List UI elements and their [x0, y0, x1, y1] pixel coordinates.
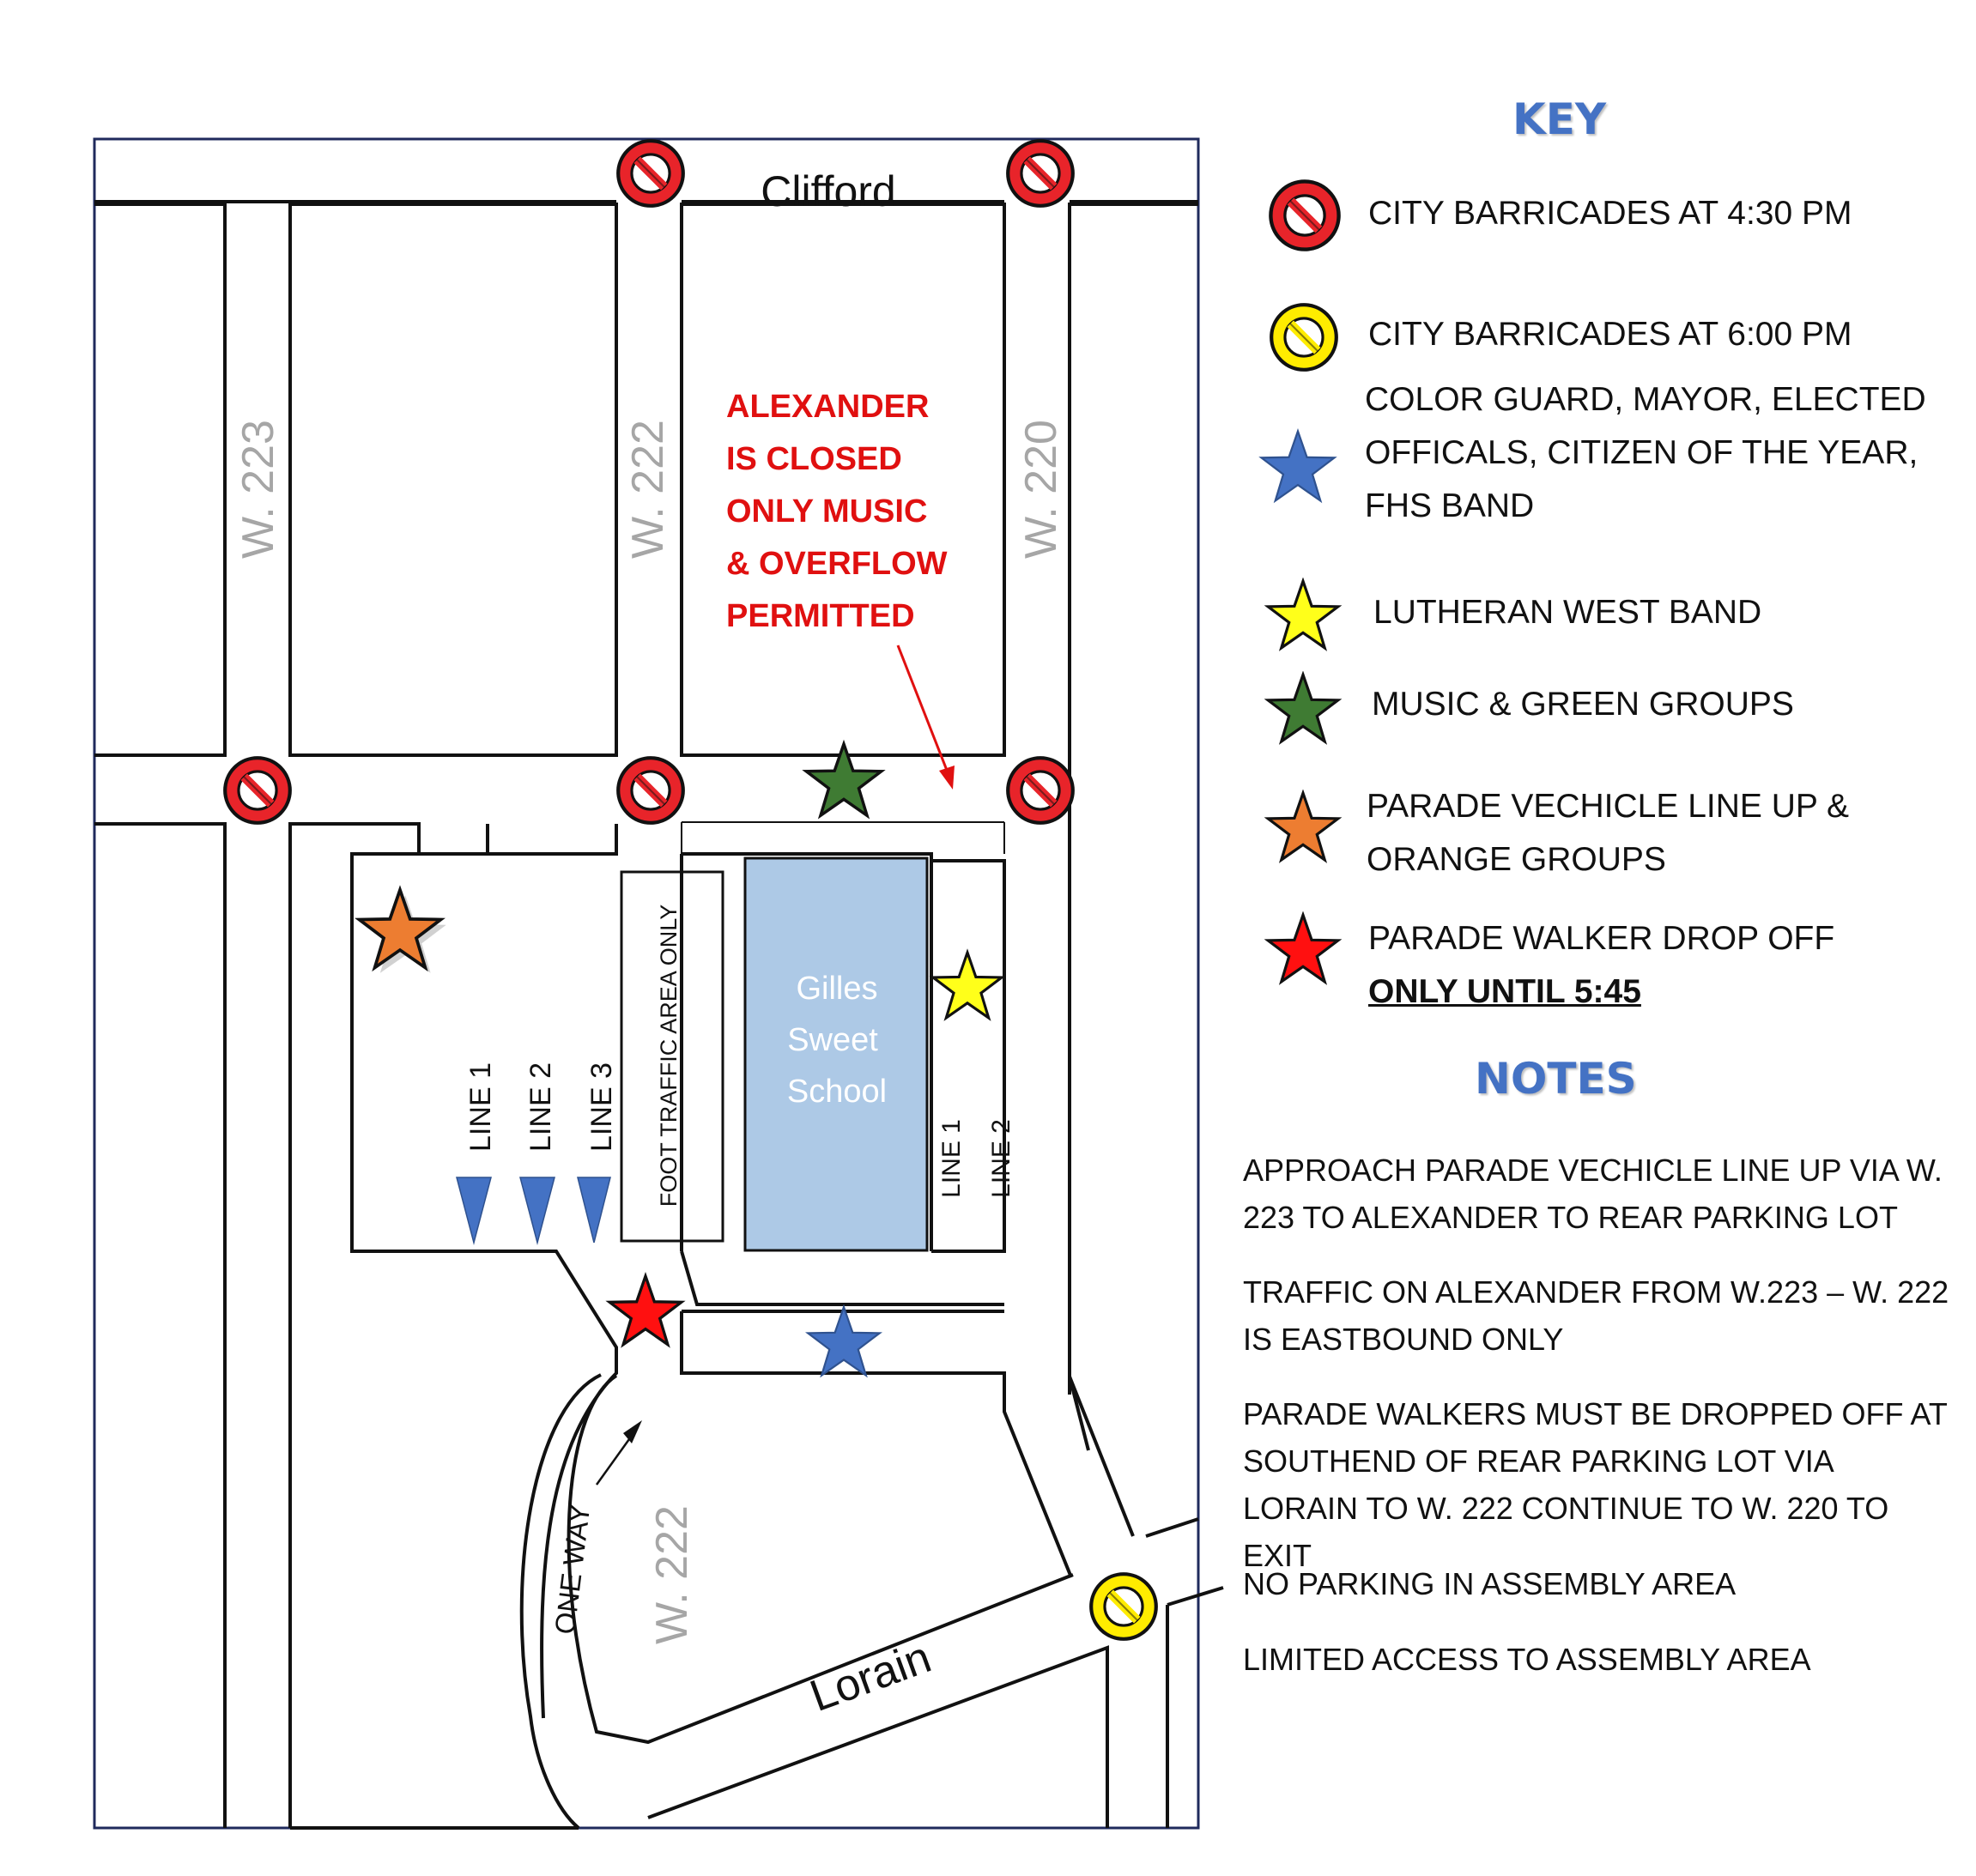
barricade-red-icon [618, 141, 683, 206]
one-way-arrow [595, 1420, 642, 1486]
key-label-line: MUSIC & GREEN GROUPS [1372, 686, 1794, 723]
blue-star-icon [807, 1305, 881, 1377]
note-item: TRAFFIC ON ALEXANDER FROM W.223 – W. 222… [1243, 1274, 1949, 1357]
street-label-w220: W. 220 [1016, 420, 1066, 559]
alexander-notice-arrow [896, 644, 955, 790]
key-item-label: PARADE WALKER DROP OFF ONLY UNTIL 5:45 [1368, 912, 1834, 1019]
yellow-star-icon [1266, 579, 1340, 650]
street-label-clifford: Clifford [761, 167, 895, 215]
alexander-closed-notice: ALEXANDER IS CLOSED ONLY MUSIC & OVERFLO… [726, 389, 948, 634]
alexander-notice-line-2: IS CLOSED [726, 441, 902, 477]
lane-arrow-3 [577, 1177, 611, 1244]
note-item: APPROACH PARADE VECHICLE LINE UP VIA W. … [1243, 1153, 1943, 1235]
red-star-icon [608, 1274, 683, 1346]
key-title: KEY [1512, 94, 1607, 144]
key-label-line: CITY BARRICADES AT 6:00 PM [1368, 316, 1852, 353]
barricade-yellow-icon [1091, 1574, 1156, 1639]
foot-traffic-label: FOOT TRAFFIC AREA ONLY [656, 905, 682, 1207]
map-frame [93, 137, 1200, 1830]
key-label-line: COLOR GUARD, MAYOR, ELECTED [1365, 381, 1926, 418]
blue-star-icon [1260, 430, 1336, 502]
street-label-w223: W. 223 [233, 420, 283, 559]
key-label-emphasis: ONLY UNTIL 5:45 [1368, 973, 1641, 1010]
barricade-red-icon [618, 758, 683, 823]
key-label-line: PARADE VECHICLE LINE UP & [1367, 788, 1850, 825]
alexander-notice-line-1: ALEXANDER [726, 389, 929, 425]
key-item-label: MUSIC & GREEN GROUPS [1372, 678, 1794, 731]
lane-arrow-1 [456, 1177, 492, 1245]
school-label-line-1: Gilles [796, 971, 877, 1007]
school-label-line-2: Sweet [787, 1022, 878, 1058]
street-label-lorain: Lorain [803, 1632, 937, 1722]
street-label-w222-north: W. 222 [623, 420, 673, 559]
barricade-red-icon [1008, 758, 1073, 823]
green-star-icon [1266, 673, 1340, 743]
lane-label-east-line-1: LINE 1 [937, 1119, 966, 1198]
orange-star-icon [1266, 791, 1340, 862]
barricade-red-icon [1008, 141, 1073, 206]
lane-arrows [456, 1177, 611, 1245]
alexander-notice-line-4: & OVERFLOW [726, 546, 948, 582]
key-item-label: LUTHERAN WEST BAND [1373, 586, 1761, 639]
note-item: PARADE WALKERS MUST BE DROPPED OFF AT SO… [1243, 1396, 1948, 1573]
lane-label-line-2: LINE 2 [524, 1062, 557, 1152]
lane-arrow-2 [519, 1177, 555, 1245]
lane-label-line-3: LINE 3 [585, 1062, 618, 1152]
key-label-line: PARADE WALKER DROP OFF [1368, 920, 1835, 957]
alexander-notice-line-5: PERMITTED [726, 598, 915, 634]
key-label-line: CITY BARRICADES AT 4:30 PM [1368, 195, 1852, 232]
note-item: NO PARKING IN ASSEMBLY AREA [1243, 1566, 1737, 1601]
note-item: LIMITED ACCESS TO ASSEMBLY AREA [1243, 1642, 1811, 1677]
lane-label-east-line-2: LINE 2 [987, 1119, 1015, 1198]
key-item-label: CITY BARRICADES AT 6:00 PM [1368, 308, 1852, 361]
barricade-red-icon [1267, 178, 1343, 253]
alexander-notice-line-3: ONLY MUSIC [726, 493, 927, 530]
key-item-label: PARADE VECHICLE LINE UP & ORANGE GROUPS [1367, 780, 1849, 887]
key-item-label: COLOR GUARD, MAYOR, ELECTED OFFICALS, CI… [1365, 373, 1926, 533]
key-item-label: CITY BARRICADES AT 4:30 PM [1368, 187, 1852, 240]
key-label-line: LUTHERAN WEST BAND [1373, 594, 1762, 631]
key-label-line: FHS BAND [1365, 487, 1535, 524]
red-star-icon [1266, 913, 1340, 983]
notes-title: NOTES [1475, 1054, 1637, 1104]
school-building [743, 856, 929, 1252]
one-way-label: ONE WAY [549, 1503, 596, 1637]
lane-label-line-1: LINE 1 [464, 1062, 497, 1152]
barricade-red-icon [225, 758, 290, 823]
street-label-w222-south: W. 222 [647, 1505, 697, 1644]
key-label-line: ORANGE GROUPS [1367, 841, 1666, 878]
orange-star-icon [357, 888, 446, 973]
school-label-line-3: School [787, 1074, 887, 1110]
barricade-yellow-icon [1268, 301, 1340, 373]
yellow-star-icon [931, 951, 1003, 1020]
key-label-line: OFFICALS, CITIZEN OF THE YEAR, [1365, 434, 1918, 471]
